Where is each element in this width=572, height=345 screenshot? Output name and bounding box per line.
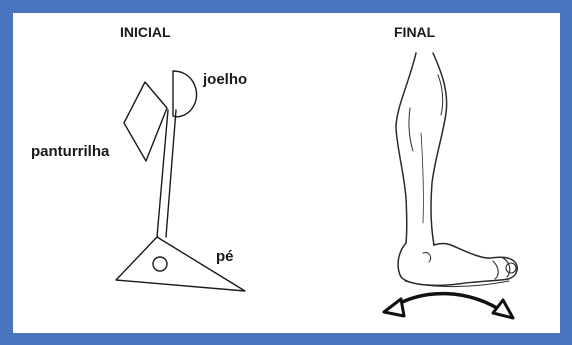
final-leg-drawing [13,13,560,333]
diagram-panel: INICIAL FINAL joelho panturrilha pé [13,13,560,333]
motion-arrow-icon [384,294,513,318]
